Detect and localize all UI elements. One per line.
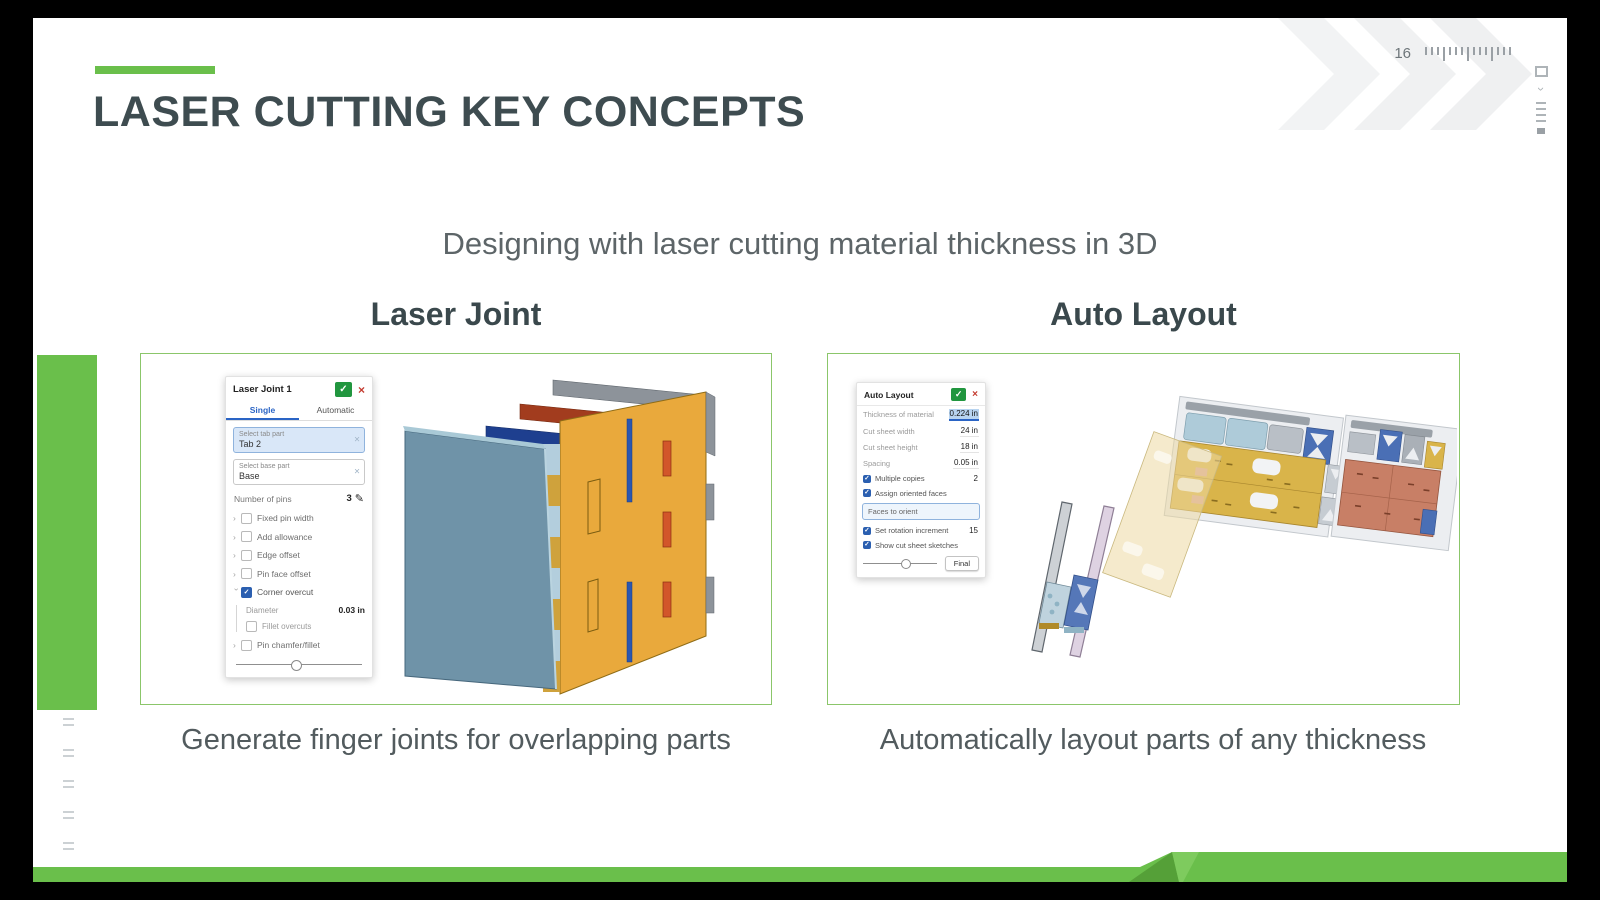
auto-layout-model-image — [1031, 395, 1457, 658]
presentation-slide: 16 › LASER CUTTING KEY CONCEPTS Designin… — [33, 18, 1567, 882]
multiple-copies-row[interactable]: ✓ Multiple copies 2 — [863, 473, 978, 483]
dialog-title: Auto Layout — [864, 389, 914, 400]
base-part-field[interactable]: Select base part Base × — [233, 459, 365, 485]
laser-joint-model-image — [403, 379, 716, 695]
clear-icon[interactable]: × — [354, 434, 360, 446]
assign-oriented-faces-row[interactable]: ✓ Assign oriented faces — [863, 488, 947, 498]
clear-icon[interactable]: × — [354, 466, 360, 478]
auto-layout-caption: Automatically layout parts of any thickn… — [879, 724, 1427, 756]
slide-title: LASER CUTTING KEY CONCEPTS — [93, 88, 806, 136]
checkbox[interactable] — [241, 568, 252, 579]
spacing-row[interactable]: Spacing 0.05 in — [863, 457, 979, 469]
tab-part-field[interactable]: Select tab part Tab 2 × — [233, 427, 365, 453]
slide-subtitle: Designing with laser cutting material th… — [442, 226, 1158, 261]
checkbox-checked[interactable]: ✓ — [863, 474, 871, 483]
pencil-icon: ✎ — [354, 493, 364, 505]
checkbox-checked[interactable]: ✓ — [863, 489, 871, 497]
checkbox-checked[interactable]: ✓ — [863, 526, 871, 535]
dialog-title: Laser Joint 1 — [233, 384, 292, 395]
bottom-green-band — [33, 852, 1567, 882]
checkbox[interactable] — [241, 549, 252, 561]
show-sketches-row[interactable]: ✓ Show cut sheet sketches — [863, 540, 958, 550]
preview-slider[interactable] — [863, 559, 937, 569]
laser-joint-dialog: Laser Joint 1 ✓ × Single Automatic Selec… — [225, 376, 373, 678]
title-accent-bar — [95, 66, 215, 74]
tab-single[interactable]: Single — [226, 401, 299, 420]
chevron-right-icon[interactable]: › — [233, 513, 236, 523]
page-number: 16 — [1394, 45, 1411, 62]
option-pin-chamfer[interactable]: › Pin chamfer/fillet — [233, 639, 320, 651]
green-side-bar — [37, 355, 97, 710]
cancel-button[interactable]: × — [972, 388, 978, 400]
checkbox[interactable] — [241, 639, 252, 651]
checkbox[interactable] — [241, 531, 252, 542]
corner-overcut-subsection: Diameter 0.03 in Fillet overcuts — [236, 605, 365, 632]
tab-automatic[interactable]: Automatic — [316, 405, 355, 415]
fillet-overcuts-row[interactable]: Fillet overcuts — [246, 621, 365, 632]
chevron-down-icon: › — [1534, 86, 1549, 92]
chevron-right-icon[interactable]: › — [233, 531, 236, 542]
laser-joint-caption: Generate finger joints for overlapping p… — [181, 724, 731, 756]
rotation-increment-row[interactable]: ✓ Set rotation increment 15 — [863, 525, 978, 535]
laser-joint-panel: Laser Joint 1 ✓ × Single Automatic Selec… — [140, 353, 772, 705]
auto-layout-panel: Auto Layout ✓ × Thickness of material 0.… — [827, 353, 1460, 705]
option-corner-overcut[interactable]: › ✓ Corner overcut — [232, 586, 314, 598]
final-button[interactable]: Final — [944, 556, 979, 571]
chevron-decoration — [1278, 18, 1532, 130]
checkbox-checked[interactable]: ✓ — [863, 541, 871, 549]
thickness-row[interactable]: Thickness of material 0.224 in — [863, 408, 979, 421]
option-add-allowance[interactable]: › Add allowance — [233, 531, 313, 542]
side-tick-decoration — [63, 718, 74, 873]
chevron-right-icon[interactable]: › — [233, 568, 236, 579]
laser-joint-heading: Laser Joint — [370, 296, 542, 332]
opacity-slider[interactable] — [236, 659, 362, 671]
chevron-down-icon[interactable]: › — [232, 588, 242, 591]
checkbox[interactable] — [241, 512, 252, 524]
confirm-button[interactable]: ✓ — [951, 388, 967, 401]
option-pin-face-offset[interactable]: › Pin face offset — [233, 568, 311, 579]
auto-layout-dialog: Auto Layout ✓ × Thickness of material 0.… — [856, 382, 986, 578]
confirm-button[interactable]: ✓ — [334, 382, 352, 397]
auto-layout-heading: Auto Layout — [1050, 296, 1237, 332]
faces-to-orient-field[interactable]: Faces to orient — [862, 503, 980, 520]
cut-sheet-width-row[interactable]: Cut sheet width 24 in — [863, 425, 979, 437]
cancel-button[interactable]: × — [357, 382, 365, 397]
chevron-right-icon[interactable]: › — [233, 550, 236, 560]
assembly-preview — [1031, 501, 1115, 658]
option-fixed-pin-width[interactable]: › Fixed pin width — [233, 512, 314, 524]
checkbox[interactable] — [246, 621, 257, 632]
ruler-tick-decoration — [1425, 47, 1515, 61]
diameter-row[interactable]: Diameter 0.03 in — [246, 605, 365, 615]
edge-icon-stack: › — [1534, 66, 1549, 134]
checkbox-checked[interactable]: ✓ — [241, 586, 252, 598]
cut-sheet-height-row[interactable]: Cut sheet height 18 in — [863, 441, 979, 453]
square-outline-icon — [1534, 66, 1548, 77]
option-edge-offset[interactable]: › Edge offset — [233, 549, 300, 561]
number-of-pins-row[interactable]: Number of pins 3 ✎ — [234, 493, 364, 505]
chevron-right-icon[interactable]: › — [233, 640, 236, 650]
square-filled-icon — [1537, 128, 1545, 134]
